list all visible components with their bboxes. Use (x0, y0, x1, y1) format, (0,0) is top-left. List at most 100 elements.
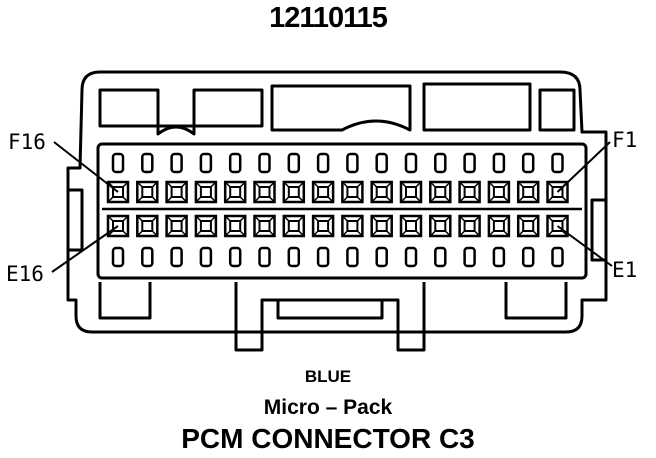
pointer-f1 (556, 141, 611, 193)
pin-cavity-f (165, 180, 188, 204)
pin-cavity-e (106, 214, 130, 238)
pin-cavity-inner (492, 186, 505, 198)
pin-cavity-corner (224, 215, 246, 237)
pin-cavity-e (341, 214, 364, 238)
latch-slot (111, 246, 125, 268)
pin-cavity-inner (170, 220, 183, 232)
pin-cavity-f (253, 180, 276, 204)
pin-cavity-corner (107, 181, 129, 203)
pin-cavity-corner (107, 215, 129, 237)
pin-cavity-f (399, 180, 423, 204)
pin-cavity-f (487, 180, 511, 204)
pin-cavity-e (370, 214, 393, 238)
pin-cavity-inner (141, 220, 154, 232)
pin-label-f1: F1 (612, 128, 638, 152)
pin-cavity-e (458, 214, 481, 238)
pin-cavity-f (311, 180, 335, 204)
pin-cavity-corner (459, 181, 481, 203)
latch-window-right (422, 82, 532, 132)
latch-slot (434, 246, 447, 268)
pin-cavity-corner (166, 181, 188, 203)
pin-cavity-inner (375, 186, 388, 198)
connector-color: BLUE (304, 367, 352, 386)
pin-cavity-e (311, 214, 335, 238)
pin-cavity-inner (112, 220, 124, 232)
pin-face (96, 142, 588, 280)
pin-cavity-inner (258, 186, 271, 198)
pin-cavity-f (429, 180, 452, 204)
pin-cavity-corner (429, 181, 451, 203)
latch-slot (492, 246, 506, 268)
pin-cavity-inner (522, 186, 535, 198)
side-tab-left (68, 188, 84, 252)
latch-slot (228, 152, 242, 174)
pin-cavity-corner (517, 215, 539, 237)
latch-slot (199, 152, 213, 174)
latch-slot (258, 152, 271, 174)
pin-cavity-e (399, 214, 423, 238)
bottom-key-left (234, 282, 278, 352)
pin-cavity-f (136, 180, 159, 204)
latch-window-far-right (538, 88, 576, 132)
pin-cavity-inner (463, 220, 476, 232)
pin-cavity-corner (283, 181, 305, 203)
pin-cavity-corner (459, 215, 481, 237)
latch-slot (521, 152, 535, 174)
latch-slot (551, 246, 564, 268)
pin-cavity-inner (405, 220, 417, 232)
bottom-foot-right (504, 282, 568, 320)
pin-cavity-corner (488, 181, 510, 203)
latch-slot (346, 152, 359, 174)
pin-cavity-inner (375, 220, 388, 232)
pin-cavity-e (429, 214, 452, 238)
latch-slot (375, 246, 388, 268)
pin-cavity-inner (405, 186, 417, 198)
pin-cavity-inner (551, 220, 564, 232)
pin-cavity-corner (253, 215, 276, 237)
latch-slot (170, 246, 183, 268)
pin-cavity-corner (517, 181, 539, 203)
pin-cavity-corner (546, 215, 569, 237)
pin-cavity-corner (166, 215, 188, 237)
connector-title: PCM CONNECTOR C3 (181, 423, 475, 454)
pin-label-e1: E1 (612, 258, 638, 282)
latch-slot (551, 152, 564, 174)
pin-cavity-e (253, 214, 276, 238)
pin-cavity-corner (341, 181, 363, 203)
pin-cavity-inner (317, 186, 330, 198)
latch-slot (316, 152, 330, 174)
pin-cavity-inner (346, 186, 359, 198)
pin-cavity-f (516, 180, 540, 204)
pin-cavity-f (282, 180, 306, 204)
pin-cavity-f (194, 180, 218, 204)
latch-slot (141, 152, 154, 174)
pin-label-e16: E16 (6, 262, 44, 286)
pin-cavity-inner (170, 186, 183, 198)
pin-cavity-e (546, 214, 569, 238)
bottom-key-right (382, 282, 426, 352)
latch-slot (170, 152, 183, 174)
bottom-foot-left (98, 282, 152, 320)
bottom-rail (276, 298, 384, 320)
pin-cavity-f (341, 180, 364, 204)
pin-rows (102, 152, 582, 268)
pin-cavity-f (223, 180, 247, 204)
connector-housing-outline (66, 70, 608, 334)
pin-cavity-inner (199, 186, 212, 198)
pin-cavity-inner (463, 186, 476, 198)
pin-cavity-corner (195, 181, 217, 203)
latch-slot (141, 246, 154, 268)
pin-cavity-f (546, 180, 569, 204)
pin-cavity-corner (400, 181, 422, 203)
pin-cavity-e (194, 214, 218, 238)
connector-series: Micro – Pack (263, 396, 393, 419)
side-tab-right (590, 198, 606, 262)
pin-cavity-corner (371, 215, 393, 237)
pin-cavity-corner (429, 215, 451, 237)
pin-cavity-e (165, 214, 188, 238)
pin-cavity-inner (346, 220, 359, 232)
pin-cavity-inner (522, 220, 535, 232)
pin-cavity-corner (341, 215, 363, 237)
pin-cavity-corner (488, 215, 510, 237)
pin-cavity-f (370, 180, 393, 204)
